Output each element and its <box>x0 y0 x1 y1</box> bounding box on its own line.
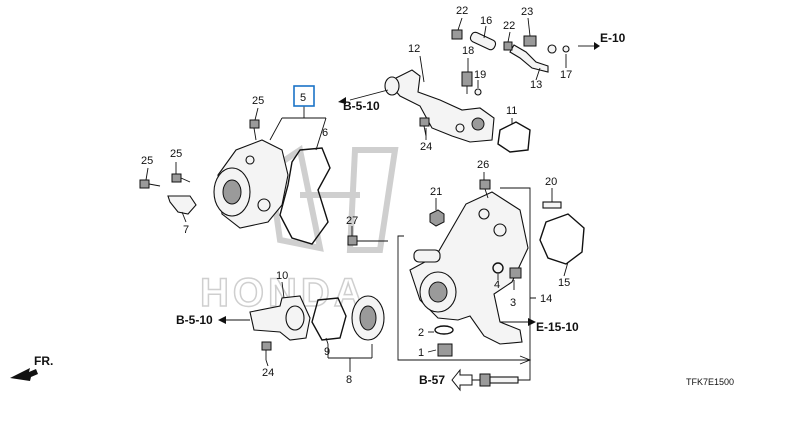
bolt-25-mid[interactable] <box>171 173 191 183</box>
gasket-9[interactable] <box>311 297 347 341</box>
callout-25-left[interactable]: 25 <box>141 155 153 167</box>
o-ring-4[interactable] <box>492 262 504 274</box>
ref-e10[interactable]: E-10 <box>600 31 626 45</box>
callout-3[interactable]: 3 <box>510 297 516 309</box>
callout-24-upper[interactable]: 24 <box>420 141 432 153</box>
hose-16[interactable] <box>451 29 497 51</box>
callout-21[interactable]: 21 <box>430 186 442 198</box>
callout-labels: 5 6 25 25 25 7 22 16 22 23 12 18 19 17 1… <box>141 5 572 386</box>
plug-3[interactable] <box>509 267 522 279</box>
sensor-19[interactable] <box>461 71 482 96</box>
front-arrow: FR. <box>10 354 53 381</box>
ref-b510-top[interactable]: B-5-10 <box>343 99 380 113</box>
highlight-box-5[interactable] <box>293 85 315 107</box>
pipe-13[interactable] <box>503 35 570 73</box>
ref-e1510[interactable]: E-15-10 <box>536 320 579 334</box>
callout-2[interactable]: 2 <box>418 327 424 339</box>
callout-7[interactable]: 7 <box>183 224 189 236</box>
water-outlet-pipe[interactable] <box>384 69 495 143</box>
bolt-25-left[interactable] <box>139 179 161 189</box>
callout-10[interactable]: 10 <box>276 270 288 282</box>
bolt-27[interactable] <box>347 235 388 246</box>
o-ring-2[interactable] <box>434 325 454 335</box>
reference-labels: E-10 B-5-10 B-5-10 E-15-10 B-57 <box>176 31 626 387</box>
diagram-code: TFK7E1500 <box>686 377 734 387</box>
callout-22-right[interactable]: 22 <box>503 20 515 32</box>
callout-1[interactable]: 1 <box>418 347 424 359</box>
callout-18[interactable]: 18 <box>462 45 474 57</box>
ref-b510-left[interactable]: B-5-10 <box>176 313 213 327</box>
callout-5[interactable]: 5 <box>300 92 306 104</box>
watermark-logo: HONDA <box>199 145 399 316</box>
callout-15[interactable]: 15 <box>558 277 570 289</box>
callout-11[interactable]: 11 <box>506 105 517 117</box>
bolt-24-lower[interactable] <box>261 341 272 360</box>
stud-20[interactable] <box>542 201 562 209</box>
callout-6[interactable]: 6 <box>322 127 328 139</box>
bolt-24-upper[interactable] <box>419 117 430 137</box>
callout-8[interactable]: 8 <box>346 374 352 386</box>
callout-12[interactable]: 12 <box>408 43 420 55</box>
thermostat-housing[interactable] <box>409 191 529 345</box>
water-pump-gasket[interactable] <box>279 147 331 245</box>
bracket[interactable] <box>167 195 197 215</box>
ref-b57[interactable]: B-57 <box>419 373 445 387</box>
leader-lines <box>145 17 569 381</box>
callout-17[interactable]: 17 <box>560 69 572 81</box>
plug-1[interactable] <box>437 343 453 357</box>
callout-23[interactable]: 23 <box>521 6 533 18</box>
ref-arrows <box>218 42 600 392</box>
callout-22-left[interactable]: 22 <box>456 5 468 17</box>
water-inlet[interactable] <box>249 295 311 341</box>
callout-20[interactable]: 20 <box>545 176 557 188</box>
front-arrow-label: FR. <box>34 354 53 368</box>
callout-24-lower[interactable]: 24 <box>262 367 274 379</box>
bolt-25-upper[interactable] <box>249 119 260 141</box>
callout-27[interactable]: 27 <box>346 215 358 227</box>
gasket-15[interactable] <box>539 213 585 265</box>
callout-19[interactable]: 19 <box>474 69 486 81</box>
callout-25-mid[interactable]: 25 <box>170 148 182 160</box>
bolt-26[interactable] <box>479 179 491 199</box>
callout-13[interactable]: 13 <box>530 79 542 91</box>
callout-9[interactable]: 9 <box>324 346 330 358</box>
o-ring-11[interactable] <box>497 121 531 153</box>
callout-14[interactable]: 14 <box>540 293 552 305</box>
bolt-b57[interactable] <box>479 373 519 387</box>
nut-21[interactable] <box>429 209 445 227</box>
water-pump[interactable] <box>213 139 289 229</box>
callout-25-upper[interactable]: 25 <box>252 95 264 107</box>
callout-16[interactable]: 16 <box>480 15 492 27</box>
thermostat[interactable] <box>351 295 385 341</box>
callout-26[interactable]: 26 <box>477 159 489 171</box>
callout-4[interactable]: 4 <box>494 279 500 291</box>
